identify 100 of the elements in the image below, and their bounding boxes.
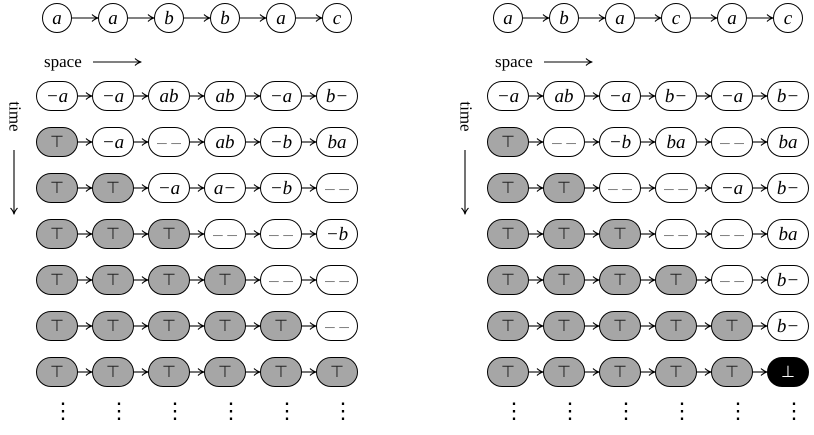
symbol-circle: a <box>493 3 523 33</box>
state-node: – – <box>655 173 697 203</box>
continuation-dots: ⋮ <box>276 400 298 422</box>
top-state-node: ⊤ <box>487 127 529 157</box>
top-state-node: ⊤ <box>543 357 585 387</box>
symbol-circle: c <box>773 3 803 33</box>
state-node: −a <box>260 81 302 111</box>
top-state-node: ⊤ <box>36 127 78 157</box>
top-state-node: ⊤ <box>36 265 78 295</box>
state-node: b− <box>655 81 697 111</box>
top-state-node: ⊤ <box>36 173 78 203</box>
symbol-circle: a <box>98 3 128 33</box>
state-node: b− <box>767 311 809 341</box>
state-node: b− <box>767 81 809 111</box>
state-node: ab <box>204 81 246 111</box>
top-state-node: ⊤ <box>711 357 753 387</box>
top-state-node: ⊤ <box>92 311 134 341</box>
state-node: −a <box>148 173 190 203</box>
state-node: – – <box>599 173 641 203</box>
top-state-node: ⊤ <box>599 311 641 341</box>
state-node: a− <box>204 173 246 203</box>
top-state-node: ⊤ <box>148 357 190 387</box>
symbol-circle: c <box>661 3 691 33</box>
top-state-node: ⊤ <box>487 219 529 249</box>
axis-label: time <box>6 101 24 132</box>
top-state-node: ⊤ <box>92 265 134 295</box>
continuation-dots: ⋮ <box>52 400 74 422</box>
state-node: – – <box>711 219 753 249</box>
symbol-circle: c <box>322 3 352 33</box>
top-state-node: ⊤ <box>148 265 190 295</box>
top-state-node: ⊤ <box>92 173 134 203</box>
state-node: ab <box>204 127 246 157</box>
top-state-node: ⊤ <box>543 219 585 249</box>
axis-label: space <box>495 53 533 70</box>
top-state-node: ⊤ <box>711 311 753 341</box>
continuation-dots: ⋮ <box>164 400 186 422</box>
top-state-node: ⊤ <box>655 311 697 341</box>
state-node: −a <box>36 81 78 111</box>
state-node: – – <box>316 311 358 341</box>
top-state-node: ⊤ <box>599 357 641 387</box>
state-node: b− <box>767 173 809 203</box>
top-state-node: ⊤ <box>260 357 302 387</box>
top-state-node: ⊤ <box>599 265 641 295</box>
top-state-node: ⊤ <box>487 357 529 387</box>
state-node: – – <box>260 219 302 249</box>
state-node: −a <box>599 81 641 111</box>
continuation-dots: ⋮ <box>559 400 581 422</box>
top-state-node: ⊤ <box>204 311 246 341</box>
top-state-node: ⊤ <box>316 357 358 387</box>
top-state-node: ⊤ <box>487 311 529 341</box>
continuation-dots: ⋮ <box>108 400 130 422</box>
top-state-node: ⊤ <box>655 265 697 295</box>
state-node: – – <box>316 265 358 295</box>
state-node: ab <box>543 81 585 111</box>
state-node: – – <box>148 127 190 157</box>
top-state-node: ⊤ <box>487 173 529 203</box>
top-state-node: ⊤ <box>92 357 134 387</box>
state-node: −a <box>711 81 753 111</box>
state-node: −a <box>711 173 753 203</box>
top-state-node: ⊤ <box>204 357 246 387</box>
bottom-state-node: ⊥ <box>767 357 809 387</box>
state-node: −a <box>487 81 529 111</box>
continuation-dots: ⋮ <box>615 400 637 422</box>
state-node: −b <box>260 127 302 157</box>
top-state-node: ⊤ <box>148 219 190 249</box>
top-state-node: ⊤ <box>36 357 78 387</box>
state-node: – – <box>655 219 697 249</box>
state-node: b− <box>767 265 809 295</box>
state-node: b− <box>316 81 358 111</box>
state-node: ba <box>316 127 358 157</box>
state-node: −b <box>316 219 358 249</box>
continuation-dots: ⋮ <box>671 400 693 422</box>
top-state-node: ⊤ <box>599 219 641 249</box>
top-state-node: ⊤ <box>543 265 585 295</box>
state-node: −b <box>260 173 302 203</box>
symbol-circle: a <box>42 3 72 33</box>
top-state-node: ⊤ <box>543 173 585 203</box>
state-node: −a <box>92 81 134 111</box>
top-state-node: ⊤ <box>543 311 585 341</box>
continuation-dots: ⋮ <box>220 400 242 422</box>
symbol-circle: b <box>154 3 184 33</box>
state-node: – – <box>711 265 753 295</box>
state-node: ab <box>148 81 190 111</box>
symbol-circle: b <box>549 3 579 33</box>
symbol-circle: a <box>717 3 747 33</box>
state-node: ba <box>655 127 697 157</box>
top-state-node: ⊤ <box>36 311 78 341</box>
top-state-node: ⊤ <box>92 219 134 249</box>
top-state-node: ⊤ <box>204 265 246 295</box>
top-state-node: ⊤ <box>260 311 302 341</box>
top-state-node: ⊤ <box>487 265 529 295</box>
top-state-node: ⊤ <box>655 357 697 387</box>
symbol-circle: b <box>210 3 240 33</box>
symbol-circle: a <box>605 3 635 33</box>
symbol-circle: a <box>266 3 296 33</box>
continuation-dots: ⋮ <box>332 400 354 422</box>
state-node: −a <box>92 127 134 157</box>
state-node: – – <box>711 127 753 157</box>
top-state-node: ⊤ <box>148 311 190 341</box>
state-node: – – <box>543 127 585 157</box>
